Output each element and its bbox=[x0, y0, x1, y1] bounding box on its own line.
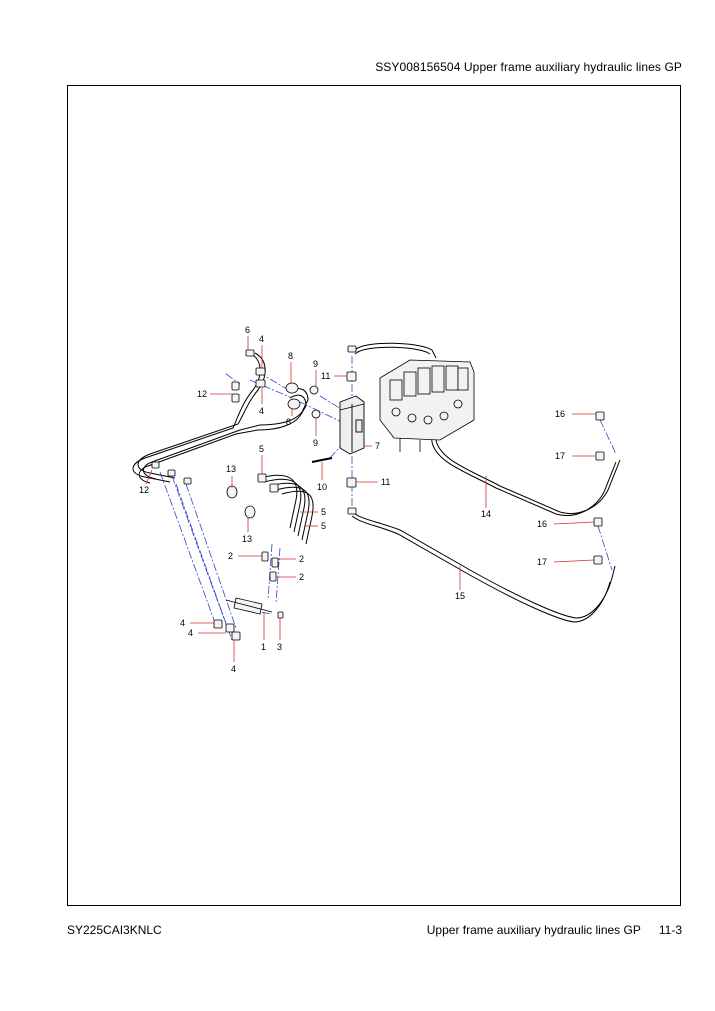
tube-14-b bbox=[429, 419, 617, 516]
callout-4-lower-a: 4 bbox=[180, 618, 185, 628]
callout-7: 7 bbox=[375, 441, 380, 451]
callout-5-top: 5 bbox=[259, 444, 264, 454]
callout-4-top: 4 bbox=[259, 334, 264, 344]
callout-17-bottom: 17 bbox=[537, 557, 547, 567]
callout-5-mid: 5 bbox=[321, 507, 326, 517]
callout-2-low: 2 bbox=[299, 572, 304, 582]
callout-8-mid: 8 bbox=[286, 417, 291, 427]
hose-5-c bbox=[269, 482, 306, 537]
callout-9-top: 9 bbox=[313, 359, 318, 369]
callout-12-bottom: 12 bbox=[139, 485, 149, 495]
valve-block-7 bbox=[339, 395, 365, 455]
callout-16-bottom: 16 bbox=[537, 519, 547, 529]
bracket-part-1 bbox=[225, 597, 273, 615]
tube-upper-left-3 bbox=[143, 388, 309, 480]
callout-8-top: 8 bbox=[288, 351, 293, 361]
callout-11-top: 11 bbox=[321, 371, 330, 381]
hose-5-b bbox=[263, 478, 302, 533]
callout-labels: 6 4 8 9 11 12 4 8 9 7 5 13 12 10 11 13 5… bbox=[139, 325, 565, 674]
callout-17-top: 17 bbox=[555, 451, 565, 461]
tube-top-right bbox=[354, 342, 437, 359]
callout-6: 6 bbox=[245, 325, 250, 335]
tube-lines bbox=[132, 342, 621, 623]
callout-10: 10 bbox=[317, 482, 327, 492]
footer-section: Upper frame auxiliary hydraulic lines GP… bbox=[427, 923, 682, 937]
callout-4-lower-b: 4 bbox=[188, 628, 193, 638]
tube-15 bbox=[351, 511, 616, 619]
callout-13-top: 13 bbox=[226, 464, 236, 474]
leader-lines bbox=[145, 336, 596, 662]
callout-4-bottom: 4 bbox=[231, 664, 236, 674]
tube-15-b bbox=[351, 515, 611, 623]
callout-13-bottom: 13 bbox=[242, 534, 252, 544]
footer-model: SY225CAI3KNLC bbox=[67, 923, 162, 937]
page-header-title: SSY008156504 Upper frame auxiliary hydra… bbox=[375, 60, 682, 74]
callout-1: 1 bbox=[261, 642, 266, 652]
callout-11-bottom: 11 bbox=[381, 477, 390, 487]
main-control-valve bbox=[379, 359, 475, 452]
tube-upper-left-4 bbox=[138, 394, 307, 484]
rod-part-10 bbox=[311, 457, 333, 463]
callout-9-mid: 9 bbox=[313, 438, 318, 448]
hose-5-a bbox=[259, 474, 298, 529]
footer-section-title: Upper frame auxiliary hydraulic lines GP bbox=[426, 923, 641, 937]
callout-5-low: 5 bbox=[321, 521, 326, 531]
tube-14 bbox=[433, 419, 621, 514]
fittings bbox=[151, 345, 605, 641]
tube-top-right-b bbox=[354, 346, 431, 355]
footer-page-number: 11-3 bbox=[658, 923, 682, 937]
tube-upper-left-1 bbox=[137, 352, 266, 479]
diagram-frame bbox=[67, 85, 681, 906]
callout-2-left: 2 bbox=[228, 551, 233, 561]
callout-4-mid: 4 bbox=[259, 406, 264, 416]
callout-3: 3 bbox=[277, 642, 282, 652]
callout-16-top: 16 bbox=[555, 409, 565, 419]
callout-15: 15 bbox=[455, 591, 465, 601]
callout-14: 14 bbox=[481, 509, 491, 519]
callout-12-top: 12 bbox=[197, 389, 207, 399]
callout-2-mid: 2 bbox=[299, 554, 304, 564]
hose-5-e bbox=[281, 490, 314, 545]
